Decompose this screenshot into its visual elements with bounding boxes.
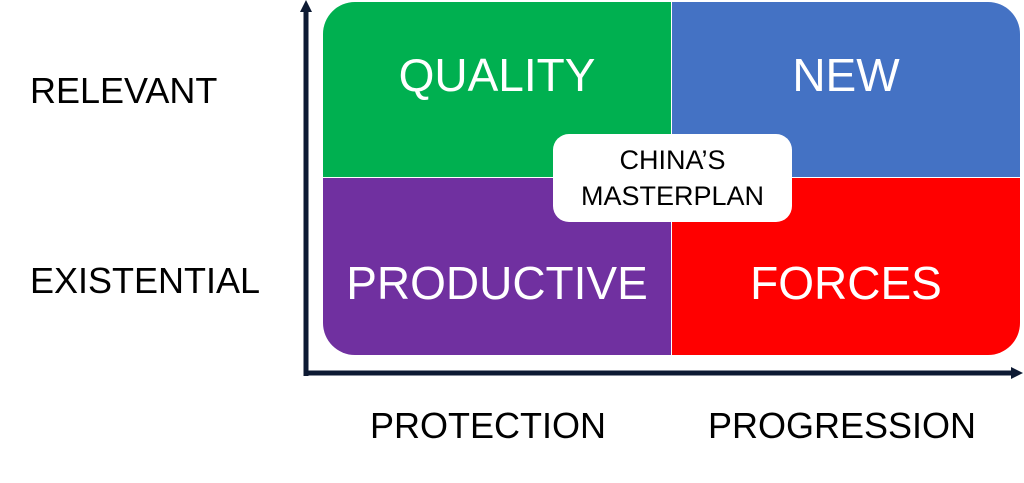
quadrant-label: PRODUCTIVE: [346, 257, 648, 309]
y-label-existential: EXISTENTIAL: [30, 260, 261, 301]
quadrant-grid: QUALITY NEW PRODUCTIVE FORCES: [323, 2, 1020, 355]
quadrant-label: FORCES: [750, 257, 942, 309]
center-line-1: CHINA’S: [619, 145, 726, 175]
x-axis-arrow: [304, 367, 1023, 379]
y-axis-arrow: [300, 0, 312, 376]
center-label-box: CHINA’S MASTERPLAN: [553, 134, 792, 222]
x-label-progression: PROGRESSION: [708, 405, 977, 446]
center-line-2: MASTERPLAN: [580, 181, 765, 211]
quadrant-label: QUALITY: [398, 49, 596, 101]
x-label-protection: PROTECTION: [370, 405, 607, 446]
y-label-relevant: RELEVANT: [30, 70, 218, 111]
quadrant-label: NEW: [792, 49, 900, 101]
